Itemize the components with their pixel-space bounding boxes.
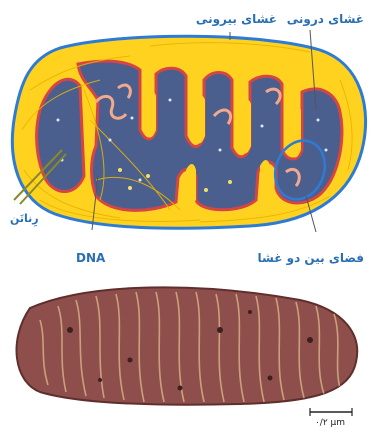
label-dna: DNA bbox=[76, 251, 106, 265]
label-intermembrane-space: فضای بین دو غشا bbox=[258, 251, 364, 266]
micrograph-body bbox=[17, 287, 358, 404]
electron-micrograph bbox=[17, 287, 358, 404]
label-outer-membrane: غشای بیرونی bbox=[196, 12, 277, 27]
scale-bar-label: ۰/۲ µm bbox=[315, 418, 345, 427]
scale-bar: ۰/۲ µm bbox=[310, 408, 352, 427]
mitochondrion-diagram bbox=[12, 30, 365, 232]
label-inner-membrane: غشای درونی bbox=[287, 12, 364, 27]
label-ribosome: رِناتَن bbox=[10, 212, 39, 227]
